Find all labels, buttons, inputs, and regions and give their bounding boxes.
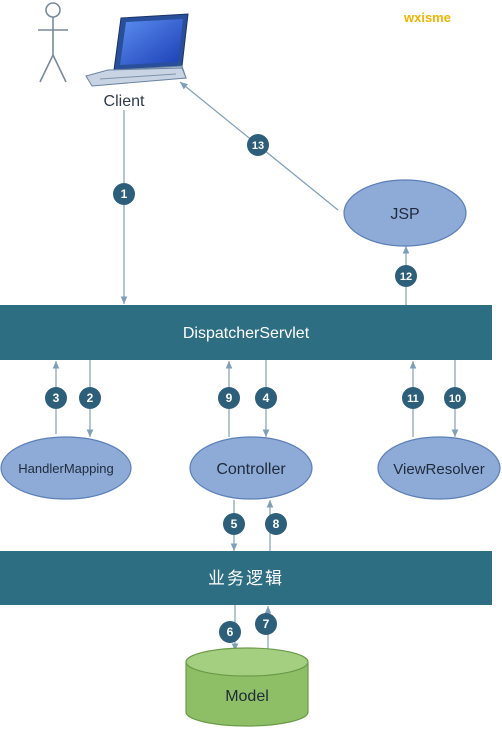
step-label-4: 4 xyxy=(263,391,270,405)
step-badge-13 xyxy=(247,134,269,156)
step-label-10: 10 xyxy=(449,393,461,405)
step-badge-9 xyxy=(218,387,240,409)
laptop-icon xyxy=(85,13,189,87)
step-label-11: 11 xyxy=(407,393,419,405)
step-label-5: 5 xyxy=(231,517,238,531)
step-badge-11 xyxy=(402,387,424,409)
handler-mapping-label: HandlerMapping xyxy=(18,461,113,476)
step-badge-12 xyxy=(395,265,417,287)
jsp-node xyxy=(343,179,467,247)
user-figure-icon xyxy=(38,2,68,83)
step-label-2: 2 xyxy=(87,391,94,405)
business-logic-bar xyxy=(0,551,492,605)
step-badge-2 xyxy=(79,387,101,409)
step-badge-4 xyxy=(255,387,277,409)
dispatcher-servlet-bar xyxy=(0,305,492,360)
view-resolver-label: ViewResolver xyxy=(393,461,484,478)
model-database-icon xyxy=(185,647,309,727)
step-label-12: 12 xyxy=(400,271,412,283)
step-badge-10 xyxy=(444,387,466,409)
step-label-7: 7 xyxy=(263,617,270,631)
step-badge-7 xyxy=(255,613,277,635)
step-label-1: 1 xyxy=(121,187,128,201)
step-label-8: 8 xyxy=(273,517,280,531)
step-badge-6 xyxy=(219,621,241,643)
dispatcher-servlet-label: DispatcherServlet xyxy=(183,325,310,342)
handler-mapping-node xyxy=(0,436,132,500)
model-label: Model xyxy=(225,688,269,705)
step-label-9: 9 xyxy=(226,391,233,405)
step-label-6: 6 xyxy=(227,625,234,639)
step-label-13: 13 xyxy=(252,140,264,152)
watermark-text: wxisme xyxy=(403,10,451,25)
step-badge-1 xyxy=(113,183,135,205)
client-label: Client xyxy=(104,93,145,110)
controller-label: Controller xyxy=(216,461,286,478)
business-logic-label: 业务逻辑 xyxy=(208,569,284,588)
jsp-label: JSP xyxy=(390,206,419,223)
step-badge-5 xyxy=(223,513,245,535)
view-resolver-node xyxy=(377,436,501,500)
step-badge-8 xyxy=(265,513,287,535)
step-badge-3 xyxy=(45,387,67,409)
controller-node xyxy=(189,436,313,500)
step-label-3: 3 xyxy=(53,391,60,405)
